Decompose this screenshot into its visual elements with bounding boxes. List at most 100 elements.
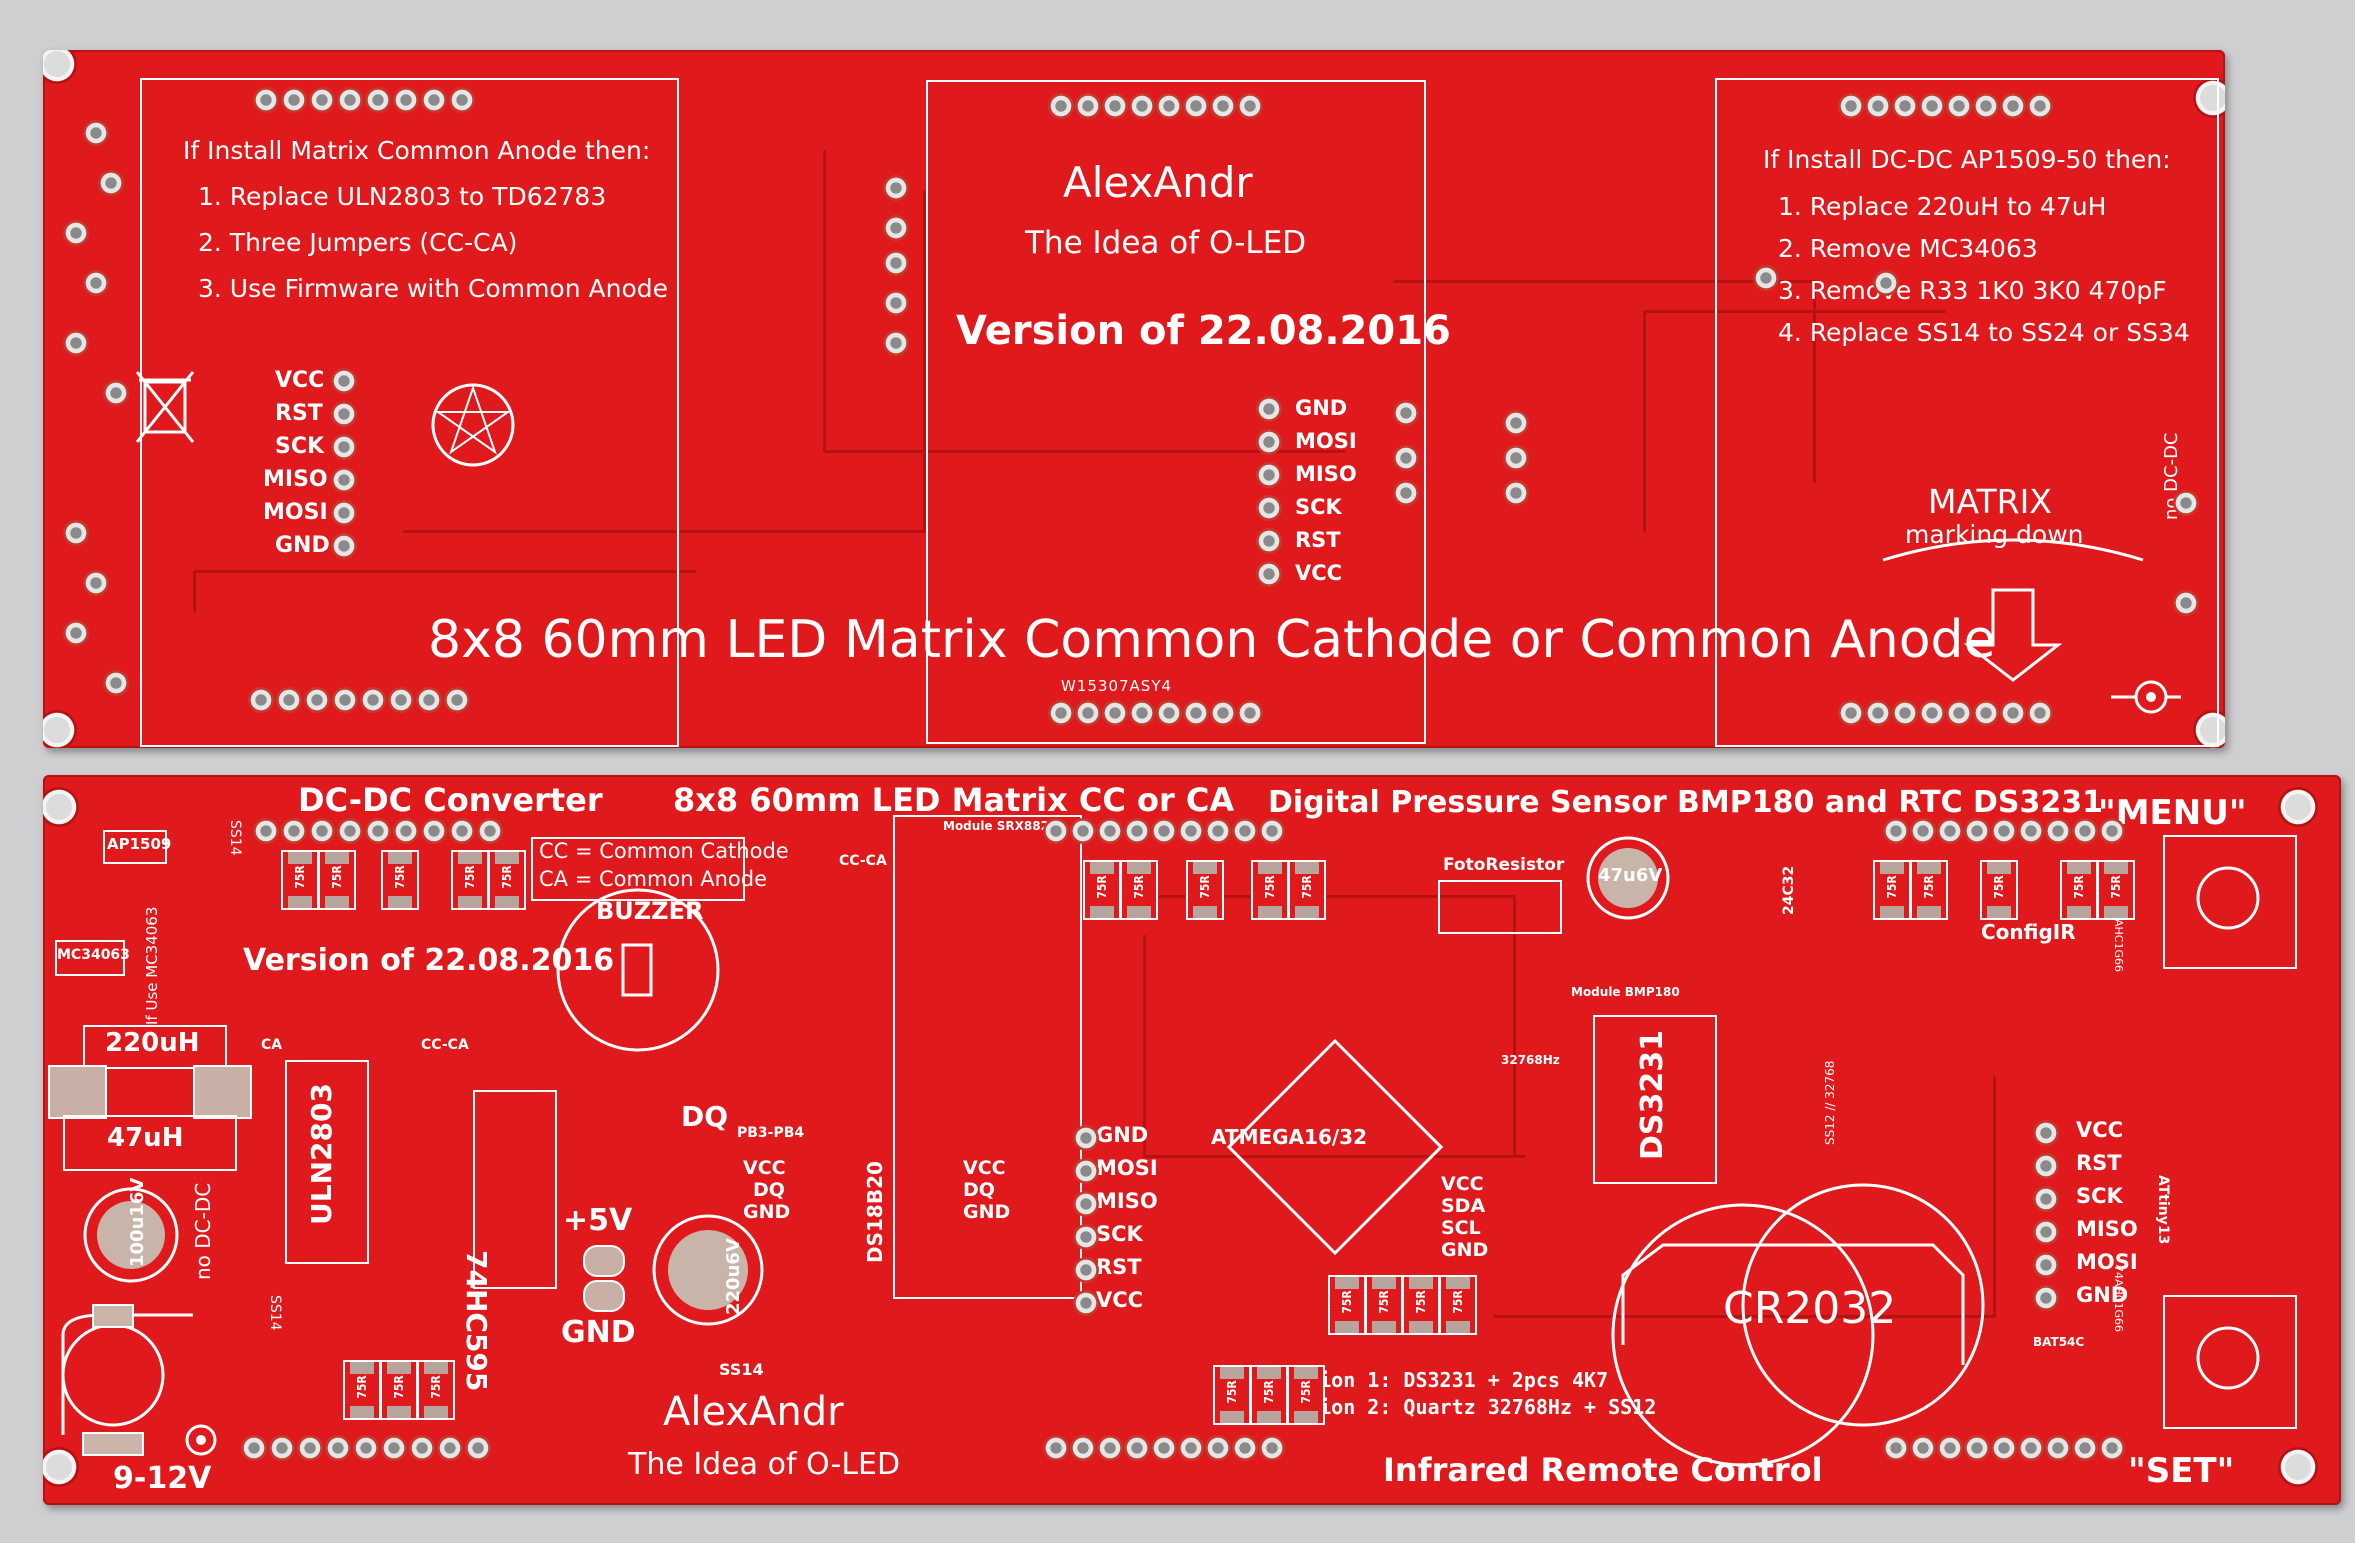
through-hole xyxy=(1991,1435,2017,1461)
through-hole xyxy=(325,1435,351,1461)
mounting-hole xyxy=(43,1447,79,1487)
pin-label: GND xyxy=(743,1201,791,1223)
resistor-value: 75R xyxy=(1225,1380,1239,1404)
pin-label: VCC xyxy=(1295,561,1343,585)
dq-label: DQ xyxy=(681,1100,729,1133)
power-jack-icon xyxy=(61,1304,193,1456)
header-matrix: 8x8 60mm LED Matrix CC or CA xyxy=(673,781,1235,819)
through-hole xyxy=(2033,1120,2059,1146)
74hc595-chip xyxy=(473,1090,557,1289)
right-note-line: 4. Replace SS14 to SS24 or SS34 xyxy=(1778,318,2190,347)
left-note-line: 2. Three Jumpers (CC-CA) xyxy=(198,228,518,257)
through-hole xyxy=(1503,480,1529,506)
inductor-47-outline xyxy=(63,1115,237,1171)
through-hole xyxy=(1124,1435,1150,1461)
through-hole xyxy=(409,1435,435,1461)
resistor-value: 75R xyxy=(1198,875,1212,899)
copper-trace xyxy=(1393,280,1816,483)
pin-label: SCK xyxy=(2076,1184,2123,1208)
pin-label: VCC xyxy=(963,1157,1006,1179)
cap-47-label: 47u6V xyxy=(1598,865,1663,886)
through-hole xyxy=(1205,818,1231,844)
through-hole xyxy=(883,330,909,356)
through-hole xyxy=(1919,93,1945,119)
pin-label: VCC xyxy=(743,1157,786,1179)
through-hole xyxy=(393,818,419,844)
through-hole xyxy=(2000,93,2026,119)
through-hole xyxy=(1393,400,1419,426)
through-hole xyxy=(1753,265,1779,291)
resistor-value: 75R xyxy=(2072,875,2086,899)
legend-line: CC = Common Cathode xyxy=(539,839,789,863)
resistor-value: 75R xyxy=(293,865,307,889)
pcb-bottom-board: DC-DC Converter 8x8 60mm LED Matrix CC o… xyxy=(43,775,2341,1505)
module-bmp180-label: Module BMP180 xyxy=(1571,985,1680,999)
resistor-75r: 75R xyxy=(380,1360,418,1420)
capacitor-47u-icon xyxy=(1586,836,1670,920)
resistor-75r: 75R xyxy=(1439,1275,1477,1335)
resistor-value: 75R xyxy=(1299,1380,1313,1404)
mounting-hole xyxy=(43,787,79,827)
mc34063-chip xyxy=(55,940,125,976)
pin-label: MISO xyxy=(2076,1217,2138,1241)
resistor-value: 75R xyxy=(1132,875,1146,899)
through-hole xyxy=(331,500,357,526)
through-hole xyxy=(1178,1435,1204,1461)
menu-button-cap[interactable] xyxy=(2193,863,2263,933)
through-hole xyxy=(1073,1290,1099,1316)
through-hole xyxy=(309,818,335,844)
mounting-hole xyxy=(43,50,77,84)
set-tact-button[interactable] xyxy=(2163,1295,2297,1429)
through-hole xyxy=(2000,700,2026,726)
through-hole xyxy=(2033,1219,2059,1245)
through-hole xyxy=(1256,429,1282,455)
through-hole xyxy=(883,290,909,316)
through-hole xyxy=(1503,410,1529,436)
resistor-75r: 75R xyxy=(2097,860,2135,920)
mcu-label: ATMEGA16/32 xyxy=(1211,1125,1367,1149)
through-hole xyxy=(63,220,89,246)
version-text: Version of 22.08.2016 xyxy=(956,308,1451,354)
through-hole xyxy=(365,818,391,844)
down-arrow-icon xyxy=(1882,538,2144,682)
through-hole xyxy=(1892,93,1918,119)
crystal-label: 32768Hz xyxy=(1501,1053,1560,1067)
through-hole xyxy=(281,818,307,844)
resistor-value: 75R xyxy=(1340,1290,1354,1314)
pin-label: DQ xyxy=(753,1179,785,1201)
module-srx882-outline xyxy=(893,815,1082,1299)
if-use-mc-label: If Use MC34063 xyxy=(143,906,161,1025)
pin-label: GND xyxy=(1441,1239,1489,1261)
resistor-75r: 75R xyxy=(451,850,489,910)
ca-label: CA xyxy=(261,1037,283,1053)
through-hole xyxy=(1073,1125,1099,1151)
through-hole xyxy=(421,87,447,113)
resistor-value: 75R xyxy=(463,865,477,889)
set-button-cap[interactable] xyxy=(2193,1323,2263,1393)
through-hole xyxy=(1256,462,1282,488)
power-polarity-icon xyxy=(2111,680,2181,714)
legend-line: CA = Common Anode xyxy=(539,867,768,891)
through-hole xyxy=(269,1435,295,1461)
left-note-line: 1. Replace ULN2803 to TD62783 xyxy=(198,182,607,211)
ir-remote-label: Infrared Remote Control xyxy=(1383,1451,1823,1489)
through-hole xyxy=(241,1435,267,1461)
cap-220-label: 220u6V xyxy=(723,1238,744,1315)
ds3231-chip xyxy=(1593,1015,1717,1184)
through-hole xyxy=(477,818,503,844)
buzzer-label: BUZZER xyxy=(596,897,704,925)
through-hole xyxy=(2027,93,2053,119)
through-hole xyxy=(2173,490,2199,516)
through-hole xyxy=(304,687,330,713)
pin-label: RST xyxy=(1295,528,1341,552)
through-hole xyxy=(388,687,414,713)
pin-label: GND xyxy=(2076,1283,2129,1307)
through-hole xyxy=(337,87,363,113)
pb-label: PB3-PB4 xyxy=(737,1125,805,1141)
fotoresistor-outline xyxy=(1438,880,1562,934)
menu-tact-button[interactable] xyxy=(2163,835,2297,969)
resistor-value: 75R xyxy=(1095,875,1109,899)
through-hole xyxy=(103,670,129,696)
inductor-220-label: 220uH xyxy=(105,1028,200,1058)
solder-pad xyxy=(583,1245,625,1277)
